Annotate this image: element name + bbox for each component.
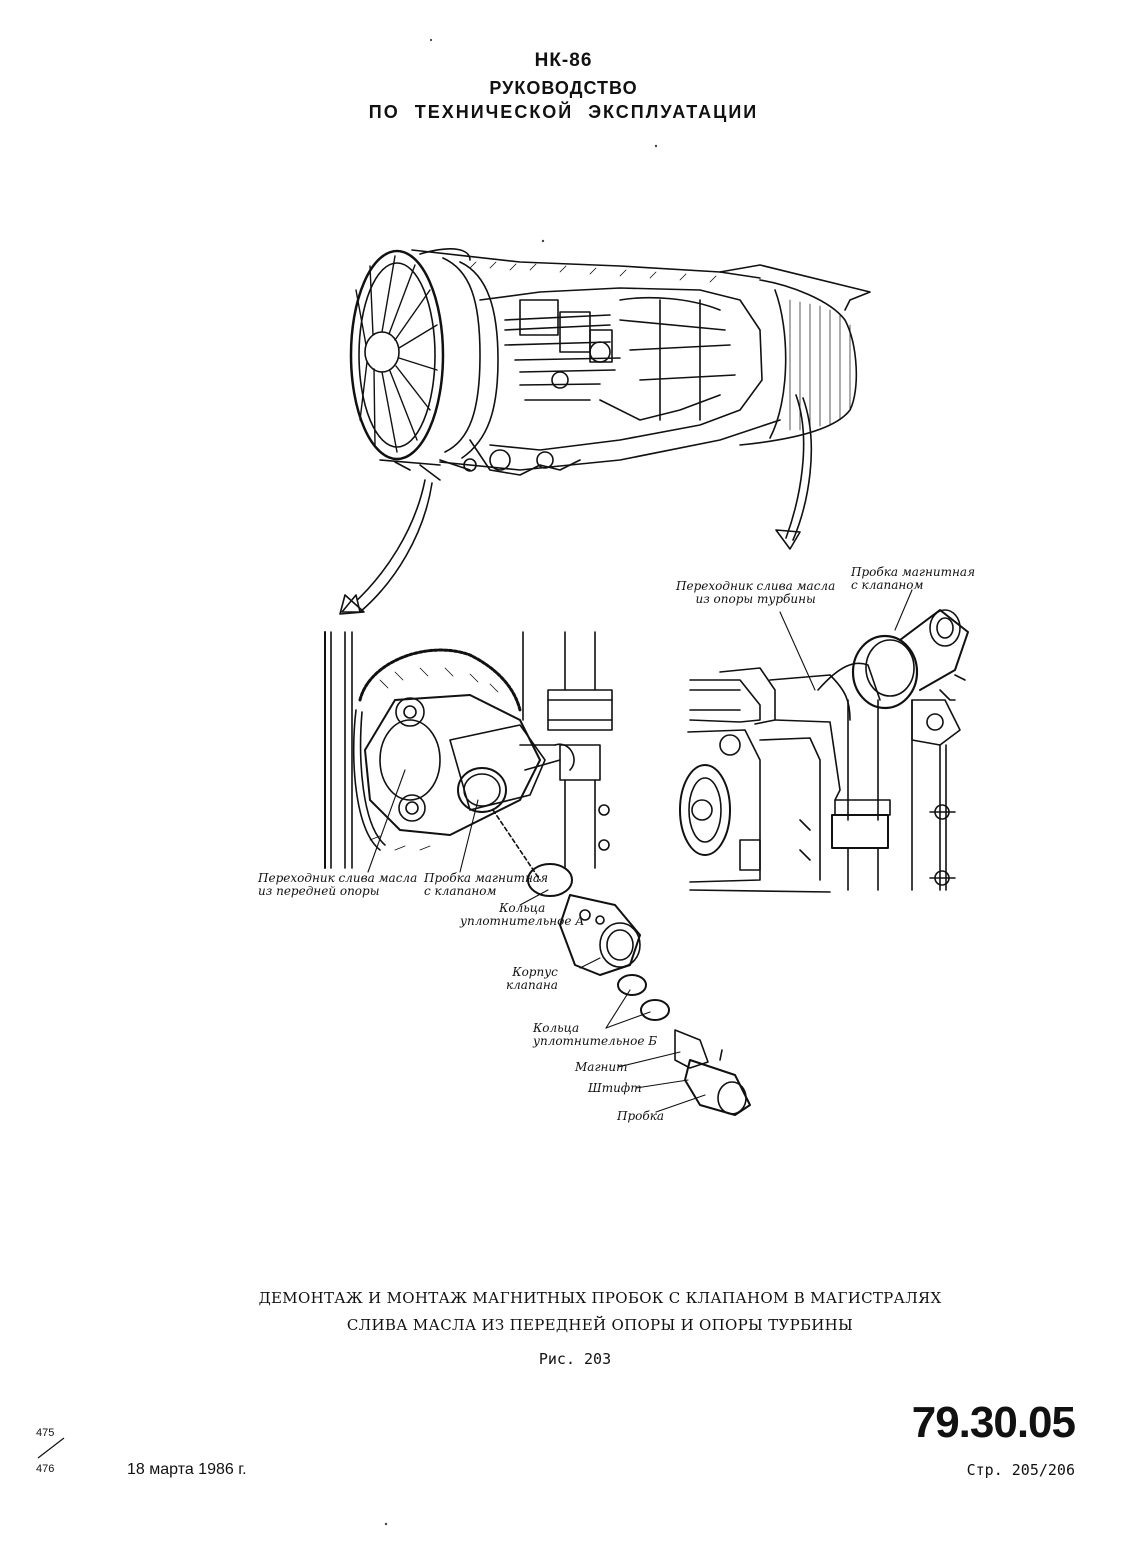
label-front-adapter: Переходник слива масла из передней опоры (258, 872, 417, 898)
valve-body (559, 894, 641, 976)
label-plug: Пробка (617, 1109, 665, 1123)
figure-caption-line1: ДЕМОНТАЖ И МОНТАЖ МАГНИТНЫХ ПРОБОК С КЛА… (258, 1289, 942, 1307)
label-rings-a-line1: Кольца (499, 901, 546, 915)
engine-drawing (349, 248, 871, 481)
label-turbine-plug: Пробка магнитная с клапаном (851, 566, 975, 592)
page-reference: Стр. 205/206 (966, 1461, 1075, 1479)
label-front-plug: Пробка магнитная с клапаном (424, 872, 548, 898)
revision-date: 18 марта 1986 г. (127, 1461, 247, 1478)
seal-ring-b1 (617, 974, 647, 996)
label-valve-body-line2: клапана (506, 978, 558, 992)
seal-ring-a (527, 863, 573, 897)
label-rings-b: Кольца уплотнительное Б (533, 1022, 657, 1048)
leader-lines (367, 589, 913, 1113)
exploded-parts (492, 809, 751, 1116)
figure-number: Рис. 203 (538, 1350, 612, 1368)
figure-caption-line2: СЛИВА МАСЛА ИЗ ПЕРЕДНЕЙ ОПОРЫ И ОПОРЫ ТУ… (346, 1316, 854, 1334)
label-rings-a-line2: уплотнительное А (460, 914, 585, 928)
turbine-support-detail (679, 609, 969, 893)
label-turbine-plug-line1: Пробка магнитная (851, 565, 976, 579)
label-rings-b-line2: уплотнительное Б (533, 1034, 658, 1048)
label-front-plug-line1: Пробка магнитная (424, 871, 549, 885)
manual-title-line2: ПО ТЕХНИЧЕСКОЙ ЭКСПЛУАТАЦИИ (368, 102, 759, 122)
manual-title-line1: РУКОВОДСТВО (489, 78, 638, 98)
label-pin: Штифт (588, 1081, 642, 1095)
sheet-number-bottom: 476 (36, 1463, 55, 1475)
label-valve-body: Корпус клапана (506, 966, 558, 992)
label-turbine-adapter: Переходник слива масла из опоры турбины (676, 580, 835, 606)
seal-ring-b2 (640, 999, 670, 1021)
callout-arrows (339, 394, 813, 615)
label-valve-body-line1: Корпус (512, 965, 558, 979)
plug-part (684, 1059, 751, 1116)
label-magnet: Магнит (575, 1060, 628, 1074)
sheet-number-top: 475 (36, 1427, 55, 1439)
label-rings-b-line1: Кольца (533, 1021, 580, 1035)
magnet-part (674, 1029, 709, 1069)
engine-model-title: НК-86 (534, 50, 593, 71)
label-front-adapter-line1: Переходник слива масла (258, 871, 418, 885)
label-turbine-plug-line2: с клапаном (851, 578, 924, 592)
label-turbine-adapter-line2: из опоры турбины (695, 592, 816, 606)
label-turbine-adapter-line1: Переходник слива масла (676, 579, 836, 593)
label-rings-a: Кольца уплотнительное А (460, 902, 584, 928)
document-number: 79.30.05 (911, 1398, 1076, 1447)
label-front-plug-line2: с клапаном (424, 884, 497, 898)
front-support-detail (324, 631, 613, 869)
label-front-adapter-line2: из передней опоры (258, 884, 380, 898)
